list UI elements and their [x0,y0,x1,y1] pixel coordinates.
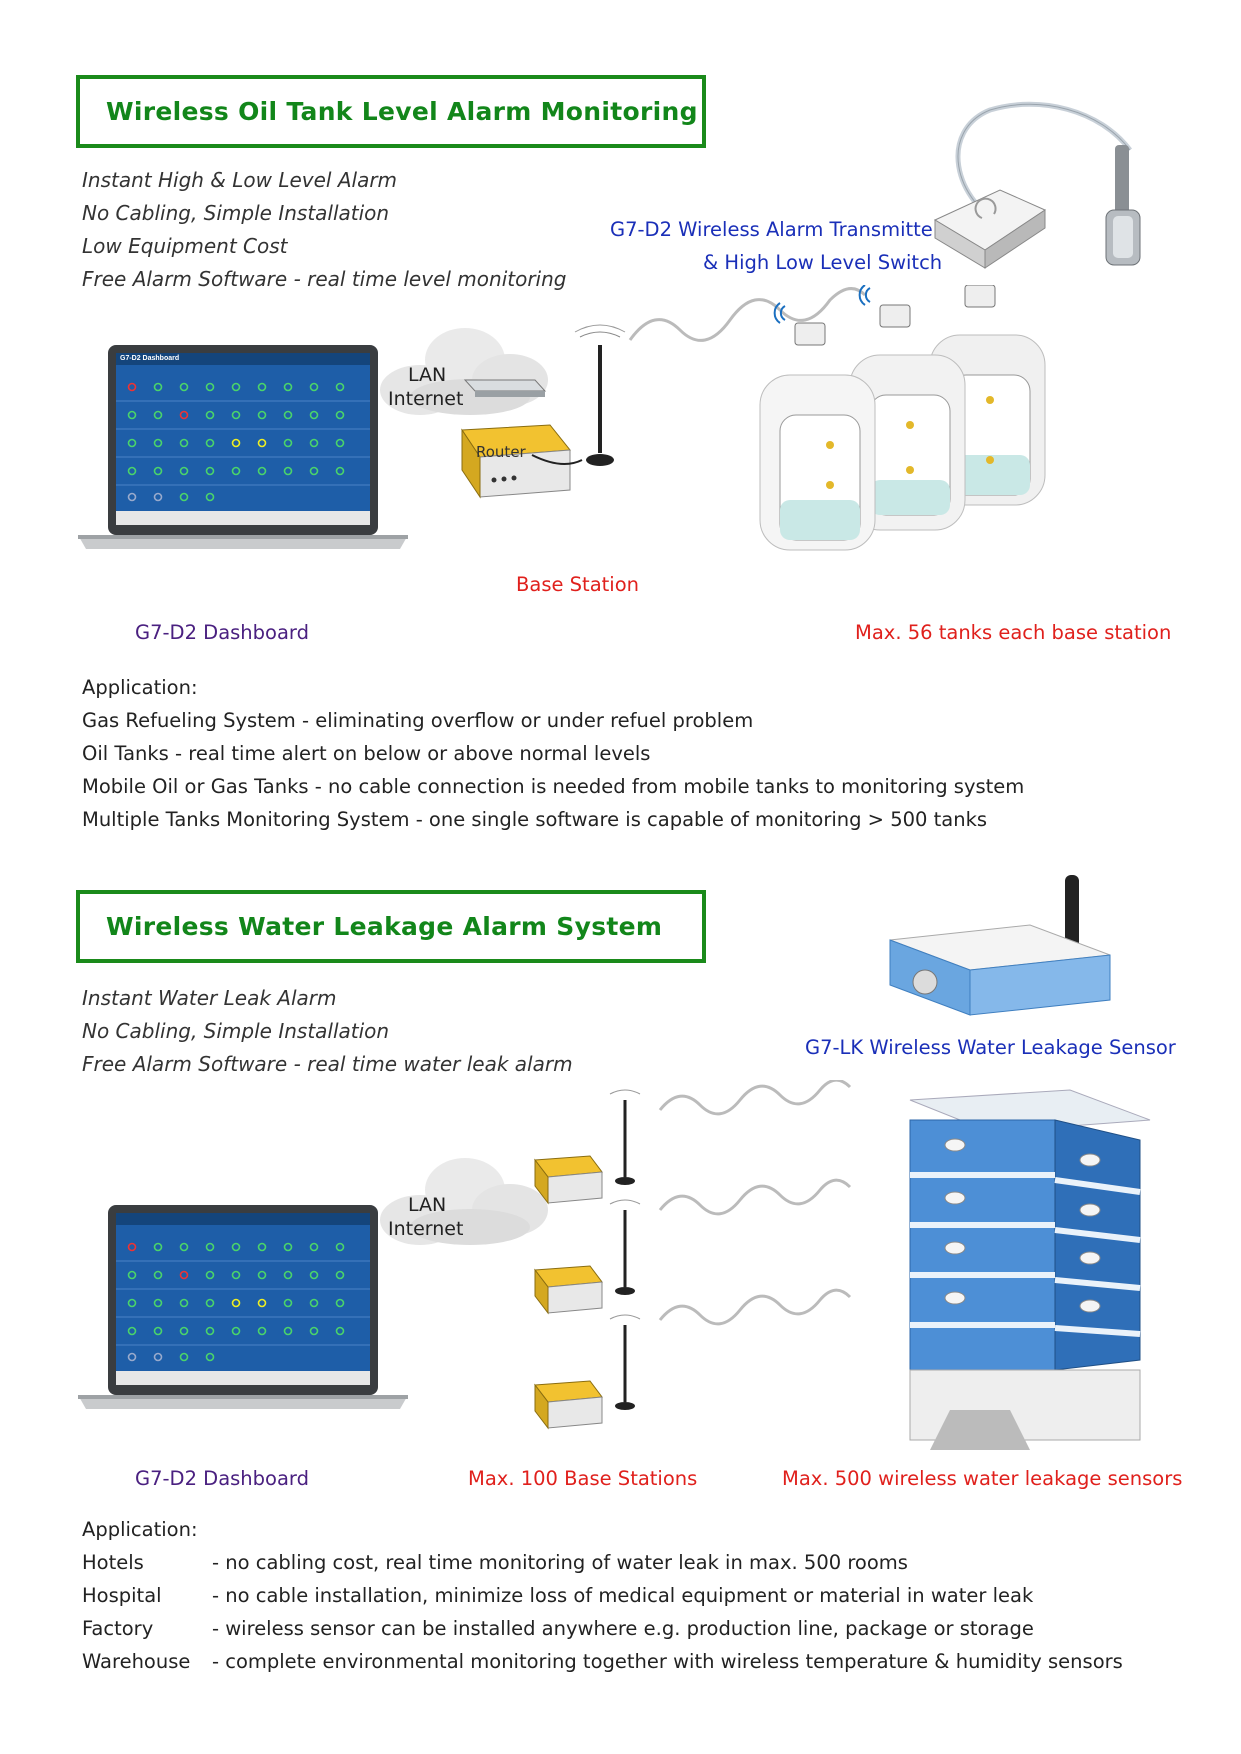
section2-features: Instant Water Leak Alarm No Cabling, Sim… [82,982,573,1081]
water-leak-diagram [78,1080,1151,1450]
wifi-icons [773,285,871,324]
app-desc: - complete environmental monitoring toge… [212,1650,1123,1673]
app-heading: Application: [82,1518,198,1541]
app-place: Hospital [82,1584,162,1607]
leakage-sensor-product-image [889,875,1111,1016]
section1-dashboard-label: G7-D2 Dashboard [135,621,309,644]
app-item: Mobile Oil or Gas Tanks - no cable conne… [82,775,1025,798]
laptop-icon [78,345,408,549]
base-station-icon [461,424,571,499]
cloud-icon [380,1158,548,1245]
base-station-icon [534,1199,641,1315]
cloud-label-internet: Internet [388,388,464,410]
app-item: Multiple Tanks Monitoring System - one s… [82,808,988,831]
cloud-label-lan: LAN [408,364,447,386]
tanks-icon [759,334,1046,551]
base-station-label: Base Station [516,573,640,596]
transmitter-product-image [933,101,1141,269]
feature-item: Instant High & Low Level Alarm [82,168,398,192]
cloud-label-lan-2: LAN [408,1194,447,1216]
transmitter-caption-line1: G7-D2 Wireless Alarm Transmitter [610,218,941,241]
laptop-icon [78,1205,408,1409]
section1-title-box: Wireless Oil Tank Level Alarm Monitoring [76,75,706,148]
section2-dashboard-label: G7-D2 Dashboard [135,1467,309,1490]
antenna-icon [531,324,626,466]
oil-tank-diagram [78,285,1046,551]
app-item-hospital: Hospital - no cable installation, minimiz… [82,1579,1123,1612]
section2-applications: Application: Hotels - no cabling cost, re… [82,1513,1123,1678]
app-item: Gas Refueling System - eliminating overf… [82,709,754,732]
sensors-capacity-label: Max. 500 wireless water leakage sensors [782,1467,1183,1490]
feature-item: No Cabling, Simple Installation [82,201,390,225]
tank-transmitter-icons [794,285,996,346]
router-label: Router [476,443,526,461]
app-item-hotels: Hotels - no cabling cost, real time monit… [82,1546,1123,1579]
app-item-factory: Factory - wireless sensor can be installe… [82,1612,1123,1645]
leakage-sensor-caption: G7-LK Wireless Water Leakage Sensor [805,1036,1176,1059]
app-item: Oil Tanks - real time alert on below or … [82,742,651,765]
section2-title: Wireless Water Leakage Alarm System [106,912,663,941]
app-desc: - no cabling cost, real time monitoring … [212,1551,908,1574]
section1-title: Wireless Oil Tank Level Alarm Monitoring [106,97,698,126]
base-station-icon [534,1089,641,1205]
app-place: Warehouse [82,1650,191,1673]
base-stations-capacity-label: Max. 100 Base Stations [468,1467,698,1490]
feature-item: Instant Water Leak Alarm [82,986,337,1010]
tanks-capacity-label: Max. 56 tanks each base station [855,621,1172,644]
section2-title-box: Wireless Water Leakage Alarm System [76,890,706,963]
cloud-label-internet-2: Internet [388,1218,464,1240]
feature-item: No Cabling, Simple Installation [82,1019,390,1043]
app-place: Hotels [82,1551,144,1574]
app-item-warehouse: Warehouse - complete environmental monito… [82,1645,1123,1678]
feature-item: Free Alarm Software - real time water le… [82,1052,573,1076]
transmitter-caption-line2: & High Low Level Switch [703,251,943,274]
section1-features: Instant High & Low Level Alarm No Cablin… [82,164,566,296]
app-desc: - wireless sensor can be installed anywh… [212,1617,1034,1640]
app-place: Factory [82,1617,154,1640]
router-icon [463,379,547,397]
dashboard-screen-title: G7-D2 Dashboard [120,355,180,362]
app-desc: - no cable installation, minimize loss o… [212,1584,1034,1607]
feature-item: Low Equipment Cost [82,234,288,258]
base-station-stack [534,1089,641,1430]
app-heading: Application: [82,676,198,699]
radio-waves [658,1080,852,1326]
base-station-icon [534,1314,641,1430]
section1-applications: Application: Gas Refueling System - elim… [82,671,1024,836]
feature-item: Free Alarm Software - real time level mo… [82,267,567,291]
building-icon [909,1089,1151,1450]
